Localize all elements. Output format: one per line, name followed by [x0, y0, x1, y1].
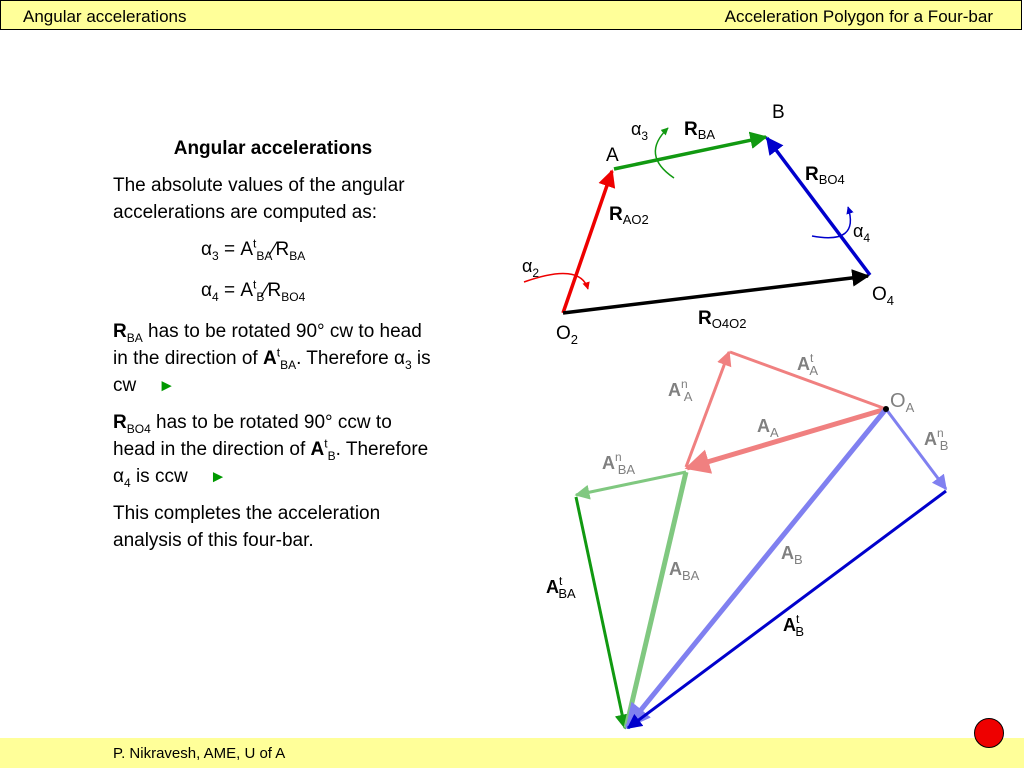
vector-a-ba — [623, 471, 689, 729]
header-bar: Angular accelerations Acceleration Polyg… — [0, 0, 1022, 30]
vector-a-t-ba — [574, 496, 630, 730]
equation-alpha4: α4 = AtB⁄RBO4 — [201, 277, 306, 304]
origin-oa-point — [883, 406, 889, 412]
vector-a-b — [625, 407, 888, 729]
link-r-ba — [613, 131, 768, 171]
label-a: A — [606, 145, 619, 166]
label-alpha2: α2 — [522, 256, 539, 280]
alpha3-arc — [654, 127, 675, 179]
play-icon[interactable]: ► — [158, 376, 176, 395]
intro-paragraph: The absolute values of the angular accel… — [113, 175, 405, 223]
vector-a-a — [684, 406, 887, 474]
paragraph-alpha3: RBA has to be rotated 90° cw to head in … — [113, 318, 433, 399]
four-bar-diagram: B A O2 O4 α2 α3 α4 RBA RBO4 RAO2 RO4O2 O… — [522, 102, 948, 730]
conclusion-paragraph: This completes the acceleration analysis… — [113, 503, 381, 551]
label-r-ba: RBA — [684, 119, 715, 142]
label-r-ao2: RAO2 — [609, 204, 649, 227]
play-icon[interactable]: ► — [209, 467, 227, 486]
paragraph-alpha4: RBO4 has to be rotated 90° ccw to head i… — [113, 412, 429, 490]
label-b: B — [772, 102, 785, 123]
header-left-title: Angular accelerations — [23, 7, 187, 26]
label-a-a: AA — [757, 416, 779, 440]
label-a-ba: ABA — [669, 559, 700, 583]
link-r-ao2 — [561, 169, 616, 314]
label-o4: O4 — [872, 284, 894, 308]
header-right-title: Acceleration Polygon for a Four-bar — [724, 7, 993, 26]
vector-a-t-b — [626, 489, 947, 730]
label-a-b: AB — [781, 543, 803, 567]
footer-bar: P. Nikravesh, AME, U of A — [0, 738, 1024, 768]
vector-a-n-ba — [574, 470, 687, 500]
explanation-text: Angular accelerations The absolute value… — [113, 135, 433, 564]
label-r-o4o2: RO4O2 — [698, 308, 746, 331]
alpha2-arc — [523, 272, 590, 290]
label-oa: OA — [890, 390, 915, 415]
link-r-o4o2 — [562, 269, 870, 315]
red-circle-button[interactable] — [974, 718, 1004, 748]
vector-a-t-a — [729, 350, 887, 411]
equation-alpha3: α3 = AtBA⁄RBA — [201, 236, 306, 263]
alpha4-arc — [811, 206, 854, 239]
link-r-bo4 — [765, 136, 872, 277]
vector-a-n-b — [884, 408, 948, 491]
label-r-bo4: RBO4 — [805, 164, 845, 187]
vector-a-n-a — [684, 350, 732, 468]
label-alpha3: α3 — [631, 119, 648, 143]
section-heading: Angular accelerations — [173, 138, 373, 159]
footer-credit: P. Nikravesh, AME, U of A — [113, 745, 286, 762]
label-alpha4: α4 — [853, 221, 870, 245]
label-o2: O2 — [556, 323, 578, 347]
